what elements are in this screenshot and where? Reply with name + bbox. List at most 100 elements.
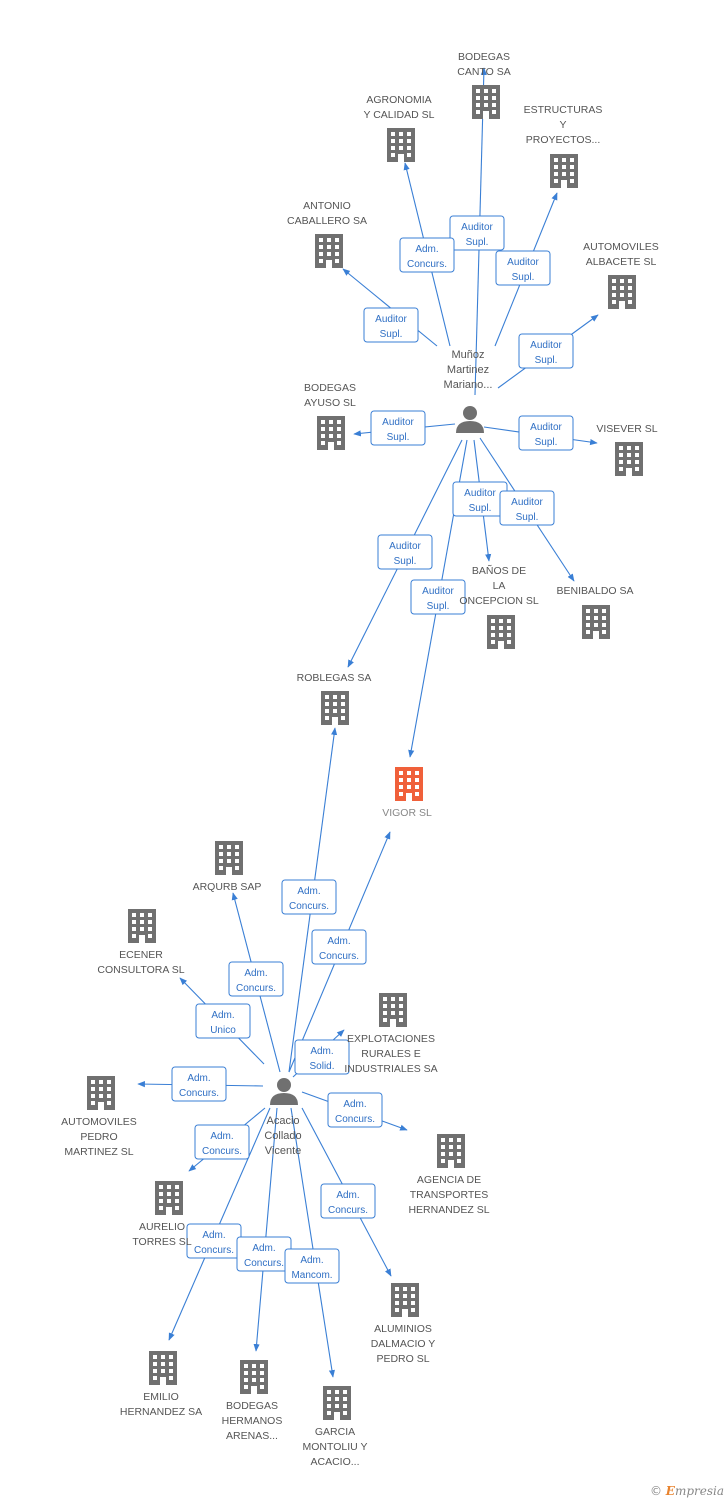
- edge-role-label[interactable]: Adm.Concurs.: [236, 1236, 292, 1272]
- edge-label-box: [195, 1003, 251, 1039]
- edge-role-text: Concurs.: [194, 1245, 234, 1256]
- company-label: AYUSO SL: [304, 397, 356, 409]
- edge-role-text: Supl.: [512, 272, 535, 283]
- edge-role-label[interactable]: Adm.Solid.: [294, 1039, 350, 1075]
- company-node-benibaldo[interactable]: BENIBALDO SA: [556, 585, 634, 639]
- company-label: VIGOR SL: [382, 807, 432, 819]
- edge-role-text: Auditor: [382, 417, 414, 428]
- edge-role-text: Concurs.: [202, 1146, 242, 1157]
- footer-brand: © Empresia: [650, 1484, 724, 1498]
- edge-line: [290, 1107, 335, 1378]
- company-label: GARCIA: [315, 1426, 355, 1438]
- edge-role-text: Supl.: [516, 512, 539, 523]
- building-icon: [321, 691, 349, 725]
- edge-role-text: Adm.: [211, 1010, 234, 1021]
- company-label: TRANSPORTES: [410, 1189, 489, 1201]
- edge-role-label[interactable]: Adm.Unico: [195, 1003, 251, 1039]
- building-icon: [608, 275, 636, 309]
- company-label: Y CALIDAD SL: [363, 109, 434, 121]
- person-label: Acacio: [266, 1115, 299, 1127]
- edge-role-label[interactable]: Adm.Concurs.: [186, 1223, 242, 1259]
- edge-role-label[interactable]: Adm.Concurs.: [311, 929, 367, 965]
- company-node-vigor[interactable]: VIGOR SL: [382, 767, 432, 819]
- edge-label-box: [320, 1183, 376, 1219]
- edge-role-text: Supl.: [466, 237, 489, 248]
- edge-role-text: Solid.: [309, 1061, 334, 1072]
- edge-acacio-bodegas-hermanos[interactable]: [253, 1107, 278, 1352]
- person-icon: [456, 406, 484, 433]
- company-label: PEDRO SL: [376, 1353, 429, 1365]
- company-label: AGRONOMIA: [366, 94, 431, 106]
- edge-role-label[interactable]: Adm. Concurs.: [320, 1183, 376, 1219]
- edge-role-label[interactable]: Adm.Concurs.: [228, 961, 284, 997]
- edge-role-text: Auditor: [464, 488, 496, 499]
- edge-role-text: Concurs.: [179, 1088, 219, 1099]
- building-icon: [487, 615, 515, 649]
- edge-label-box: [499, 490, 555, 526]
- edge-role-text: Auditor: [507, 257, 539, 268]
- edge-role-text: Adm.: [343, 1099, 366, 1110]
- building-icon: [149, 1351, 177, 1385]
- company-label: BODEGAS: [458, 51, 510, 63]
- edge-role-label[interactable]: Adm.Concurs.: [399, 237, 455, 273]
- edge-role-text: Supl.: [535, 355, 558, 366]
- edge-label-box: [327, 1092, 383, 1128]
- company-node-estructuras[interactable]: ESTRUCTURASYPROYECTOS...: [524, 104, 603, 188]
- company-label: ALUMINIOS: [374, 1323, 432, 1335]
- company-label: TORRES SL: [132, 1236, 191, 1248]
- company-label: CANTO SA: [457, 66, 510, 78]
- edge-role-label[interactable]: Adm.Concurs.: [327, 1092, 383, 1128]
- company-label: AUTOMOVILES: [583, 241, 659, 253]
- edge-label-box: [281, 879, 337, 915]
- edge-role-text: Concurs.: [236, 983, 276, 994]
- company-node-bodegas-canto[interactable]: BODEGAS CANTO SA: [457, 51, 511, 119]
- building-icon: [437, 1134, 465, 1168]
- person-node-munoz[interactable]: MuñozMartinezMariano...: [444, 349, 493, 433]
- building-icon: [582, 605, 610, 639]
- edge-role-label[interactable]: Adm.Concurs.: [171, 1066, 227, 1102]
- edge-role-text: Adm.: [336, 1190, 359, 1201]
- building-icon: [323, 1386, 351, 1420]
- company-node-visever[interactable]: VISEVER SL: [596, 423, 658, 476]
- company-node-arqurb[interactable]: ARQURB SAP: [193, 841, 262, 893]
- company-node-roblegas[interactable]: ROBLEGAS SA: [297, 672, 372, 725]
- edge-role-label[interactable]: Adm.Concurs.: [194, 1124, 250, 1160]
- company-node-agronomia[interactable]: AGRONOMIA Y CALIDAD SL: [363, 94, 435, 162]
- company-label: EXPLOTACIONES: [347, 1033, 435, 1045]
- edge-role-label[interactable]: Adm.Mancom.: [284, 1248, 340, 1284]
- company-label: CABALLERO SA: [287, 215, 367, 227]
- edge-role-text: Adm.: [415, 244, 438, 255]
- company-node-bodegas-hermanos[interactable]: BODEGASHERMANOSARENAS...: [222, 1360, 283, 1442]
- edge-role-label[interactable]: Adm.Concurs.: [281, 879, 337, 915]
- edge-role-text: Concurs.: [328, 1205, 368, 1216]
- edge-acacio-garcia-montoliu[interactable]: [290, 1107, 335, 1378]
- edge-label-box: [410, 579, 466, 615]
- edge-role-text: Adm.: [327, 936, 350, 947]
- company-label: VISEVER SL: [596, 423, 657, 435]
- company-label: ONCEPCION SL: [459, 595, 539, 607]
